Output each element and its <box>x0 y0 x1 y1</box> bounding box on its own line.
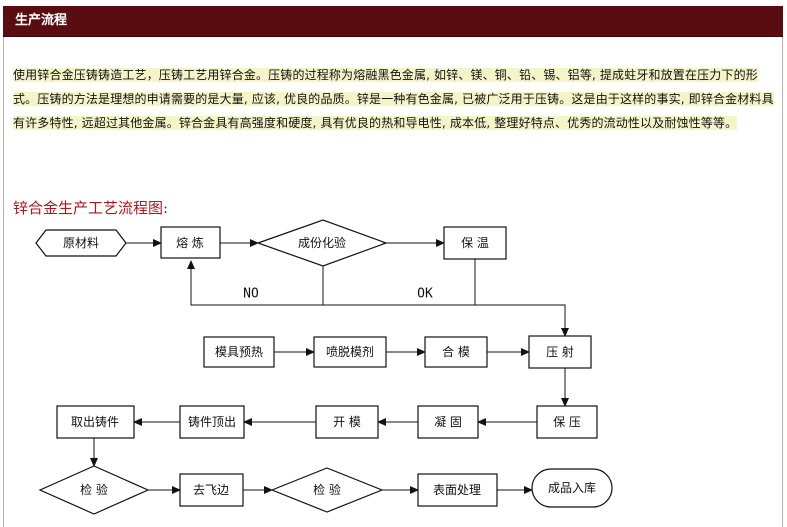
node-inspect-1 <box>38 465 150 515</box>
label-inspect-1: 检 验 <box>80 482 108 497</box>
label-preheat: 模具预热 <box>215 345 263 359</box>
label-open-mold: 开 模 <box>333 415 361 429</box>
label-inspect-2: 检 验 <box>313 482 341 497</box>
intro-text: 使用锌合金压铸铸造工艺，压铸工艺用锌合金。压铸的过程称为熔融黑色金属, 如锌、镁… <box>13 68 774 130</box>
node-analysis <box>256 219 388 267</box>
label-surface: 表面处理 <box>433 483 481 497</box>
node-melt <box>160 226 221 259</box>
node-hold-pressure <box>536 405 598 439</box>
node-storage <box>531 468 613 508</box>
label-close-mold: 合 模 <box>442 344 470 359</box>
arrow-ok-inject <box>323 304 569 337</box>
node-deburr <box>179 473 244 507</box>
label-raw-material: 原材料 <box>63 236 99 250</box>
node-close-mold <box>424 336 488 368</box>
label-ok: OK <box>417 287 433 302</box>
node-spray <box>313 336 387 368</box>
label-deburr: 去飞边 <box>193 483 229 497</box>
node-eject <box>179 405 245 439</box>
label-solidify: 凝 固 <box>434 414 462 429</box>
node-keep-temp <box>443 226 507 260</box>
label-eject: 铸件顶出 <box>188 414 236 429</box>
label-no: NO <box>243 287 259 302</box>
node-open-mold <box>315 405 379 439</box>
intro-paragraph: 使用锌合金压铸铸造工艺，压铸工艺用锌合金。压铸的过程称为熔融黑色金属, 如锌、镁… <box>13 63 775 135</box>
node-surface <box>417 473 498 507</box>
node-preheat <box>203 336 275 368</box>
node-raw-material <box>35 229 127 257</box>
node-inspect-2 <box>270 467 384 513</box>
label-take-out: 取出铸件 <box>71 414 119 429</box>
arrow-no-loop <box>187 260 324 306</box>
flowchart-title: 锌合金生产工艺流程图: <box>13 199 169 217</box>
label-keep-temp: 保 温 <box>461 236 489 250</box>
node-inject <box>528 335 592 369</box>
label-hold-pressure: 保 压 <box>553 415 581 429</box>
label-analysis: 成份化验 <box>298 235 346 250</box>
label-melt: 熔 炼 <box>176 235 204 250</box>
node-take-out <box>56 405 135 439</box>
node-solidify <box>417 405 479 439</box>
label-spray: 喷脱模剂 <box>326 344 374 359</box>
label-storage: 成品入库 <box>548 480 596 495</box>
section-header: 生产流程 <box>3 6 783 37</box>
section-title: 生产流程 <box>15 13 68 28</box>
label-inject: 压 射 <box>546 344 574 359</box>
